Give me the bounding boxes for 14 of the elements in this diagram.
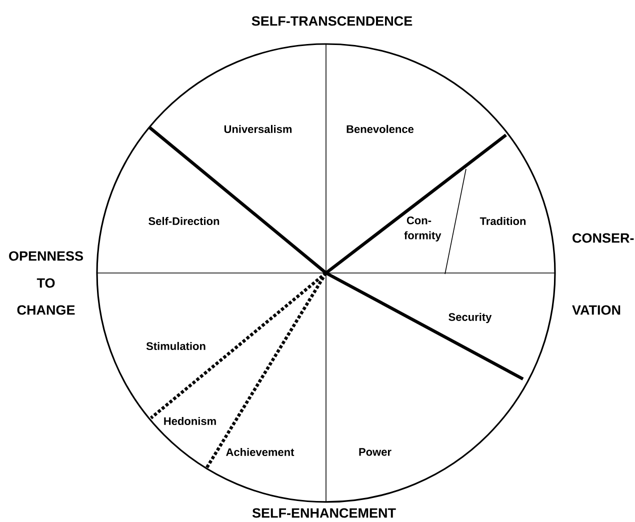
segment-label: Benevolence xyxy=(346,124,414,134)
segment-label: Power xyxy=(359,448,392,456)
segment-label: Tradition xyxy=(480,216,526,226)
axis-label: CONSER- VATION xyxy=(571,232,634,316)
segment-label: Stimulation xyxy=(146,342,206,350)
axis-label: SELF-ENHANCEMENT xyxy=(251,507,397,519)
axis-label: SELF-TRANSCENDENCE xyxy=(250,15,414,27)
segment-label: Universalism xyxy=(224,124,292,134)
segment-label: Achievement xyxy=(226,448,294,456)
segment-label: Con- formity xyxy=(404,216,442,242)
segment-label: Self-Direction xyxy=(148,216,220,226)
axis-label: OPENNESS TO CHANGE xyxy=(6,250,86,316)
segment-label: Hedonism xyxy=(164,416,216,426)
segment-label: Security xyxy=(448,312,492,324)
